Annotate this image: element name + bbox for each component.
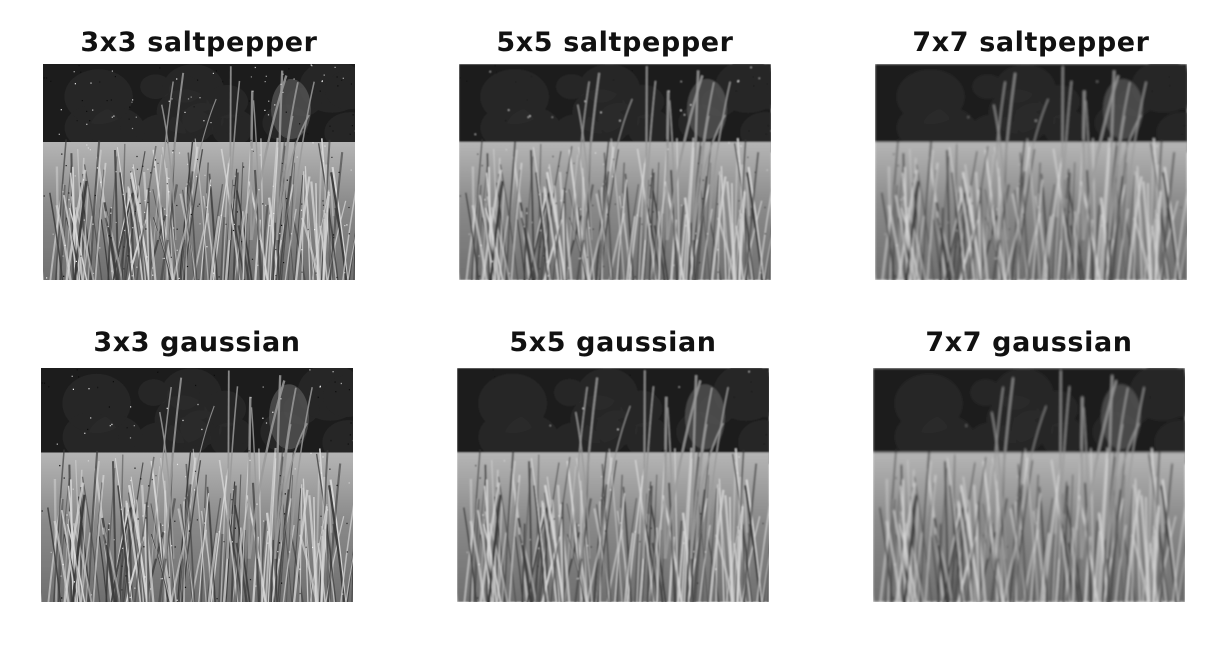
panel-title: 7x7 gaussian [925, 327, 1133, 358]
panel-title: 3x3 gaussian [93, 327, 301, 358]
grass-field-image [459, 64, 771, 280]
panel-title: 5x5 gaussian [509, 327, 717, 358]
grass-field-image [43, 64, 355, 280]
grass-field-image [873, 368, 1185, 602]
panel-title: 5x5 saltpepper [496, 27, 734, 58]
grass-field-image [875, 64, 1187, 280]
panel-title: 7x7 saltpepper [912, 27, 1150, 58]
grass-field-image [457, 368, 769, 602]
panel-title: 3x3 saltpepper [80, 27, 318, 58]
grass-field-image [41, 368, 353, 602]
